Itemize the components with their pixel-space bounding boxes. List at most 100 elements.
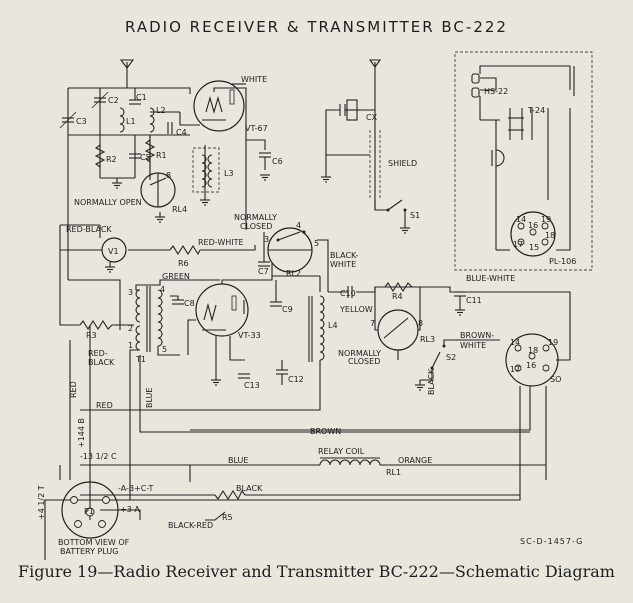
label-normally-closed-b: CLOSED — [240, 222, 272, 231]
label-l3: L3 — [224, 169, 234, 178]
label-red-black-b: BLACK — [88, 358, 115, 367]
pin-rl3-7: 7 — [370, 319, 375, 328]
label-t24: T-24 — [527, 106, 545, 115]
label-rl3: RL3 — [420, 335, 435, 344]
capacitor-c13 — [238, 373, 250, 379]
label-c6: C6 — [272, 157, 283, 166]
switch-s2 — [420, 339, 500, 381]
label-c11: C11 — [466, 296, 482, 305]
label-black-horizontal: BLACK — [236, 484, 263, 493]
label-r4: R4 — [392, 292, 403, 301]
capacitor-c11 — [454, 291, 466, 305]
label-normally-closed-d: CLOSED — [348, 357, 380, 366]
label-minus-13-5: -13 1/2 C — [80, 452, 117, 461]
voltmeter-v1 — [60, 225, 127, 263]
label-normally-closed-a: NORMALLY — [234, 213, 277, 222]
label-c4: C4 — [176, 128, 187, 137]
label-c13: C13 — [244, 381, 260, 390]
label-l2: L2 — [156, 106, 166, 115]
label-vt33: VT-33 — [238, 331, 261, 340]
pin-so-18: 18 — [528, 346, 538, 355]
label-l1: L1 — [126, 117, 136, 126]
label-blue-vertical: BLUE — [145, 388, 154, 408]
capacitor-c10 — [347, 286, 353, 298]
label-yellow: YELLOW — [339, 305, 373, 314]
label-blue-white: BLUE-WHITE — [466, 274, 515, 283]
pin-pl-17: 17 — [513, 240, 523, 249]
capacitor-c5 — [129, 153, 141, 159]
label-red-white: RED-WHITE — [198, 238, 244, 247]
label-hs22: HS-22 — [484, 87, 508, 96]
label-r6: R6 — [178, 259, 189, 268]
pin-t1-3: 3 — [128, 288, 133, 297]
tube-vt33 — [187, 276, 273, 375]
label-c8: C8 — [184, 299, 195, 308]
label-plug-pins: -A-B+C-T — [118, 484, 154, 493]
capacitor-c3 — [59, 111, 77, 129]
pin-rl2-4: 4 — [296, 221, 301, 230]
resistor-r1 — [144, 139, 156, 163]
shield-line — [326, 130, 388, 211]
label-normally-open: NORMALLY OPEN — [74, 198, 142, 207]
label-c12: C12 — [288, 375, 304, 384]
figure-caption: Figure 19—Radio Receiver and Transmitter… — [18, 562, 615, 581]
pin-pl-19: 19 — [541, 215, 551, 224]
pin-so-16: 16 — [526, 361, 536, 370]
label-black-red: BLACK-RED — [168, 521, 213, 530]
label-shield: SHIELD — [388, 159, 417, 168]
label-brown-white-a: BROWN- — [460, 331, 494, 340]
capacitor-c1 — [129, 99, 141, 105]
label-r5-lower: R5 — [222, 513, 233, 522]
coil-l1 — [119, 107, 125, 133]
label-red-black-a: RED- — [88, 349, 108, 358]
pin-t1-5: 5 — [162, 345, 167, 354]
pin-pl-15: 15 — [529, 243, 539, 252]
middle-wiring — [59, 224, 571, 340]
pin-so-17: 17 — [510, 365, 520, 374]
pin-so-19: 19 — [548, 338, 558, 347]
label-c7: C7 — [258, 267, 269, 276]
resistor-r5-lower — [205, 489, 246, 521]
label-c5: C5 — [140, 153, 151, 162]
label-rl4: RL4 — [172, 205, 187, 214]
capacitor-c2 — [91, 91, 109, 109]
pin-pl-18: 18 — [545, 231, 555, 240]
pin-rl3-8: 8 — [418, 319, 423, 328]
transmitter-antenna — [368, 59, 382, 210]
label-s2: S2 — [446, 353, 456, 362]
label-s1: S1 — [410, 211, 420, 220]
capacitor-c9 — [270, 280, 282, 307]
label-brown-white-b: WHITE — [460, 341, 486, 350]
relay-rl4 — [140, 135, 176, 208]
pin-pl-14: 14 — [516, 215, 526, 224]
ground-symbols — [105, 172, 465, 391]
pin-pl-16: 16 — [528, 221, 538, 230]
capacitor-c7 — [258, 261, 270, 267]
label-p1: P1 — [84, 507, 94, 516]
label-c3: C3 — [76, 117, 87, 126]
label-r3: R3 — [86, 331, 97, 340]
resistor-r6 — [169, 244, 201, 256]
handset-box — [454, 51, 593, 271]
pin-rl2-3: 3 — [264, 235, 269, 244]
label-r1: R1 — [156, 151, 167, 160]
label-pl106: PL-106 — [549, 257, 576, 266]
label-plus-3a: +3 A — [120, 505, 140, 514]
label-normally-closed-c: NORMALLY — [338, 349, 381, 358]
label-plus-4-5: +4 1/2 T — [37, 485, 46, 520]
label-bottom-view-b: BATTERY PLUG — [60, 547, 118, 556]
label-red-black-top: RED-BLACK — [66, 225, 112, 234]
label-red-horizontal: RED — [96, 401, 113, 410]
switch-s1 — [386, 199, 407, 228]
lower-bus — [59, 325, 546, 520]
label-white: WHITE — [241, 75, 267, 84]
relay-rl2 — [267, 227, 313, 273]
resistor-r3 — [79, 319, 134, 331]
pin-so-14: 14 — [510, 338, 520, 347]
capacitor-c8 — [172, 299, 184, 305]
transformer-l3 — [192, 147, 220, 193]
label-c10: C10 — [340, 289, 356, 298]
pin-t1-4: 4 — [160, 285, 165, 294]
